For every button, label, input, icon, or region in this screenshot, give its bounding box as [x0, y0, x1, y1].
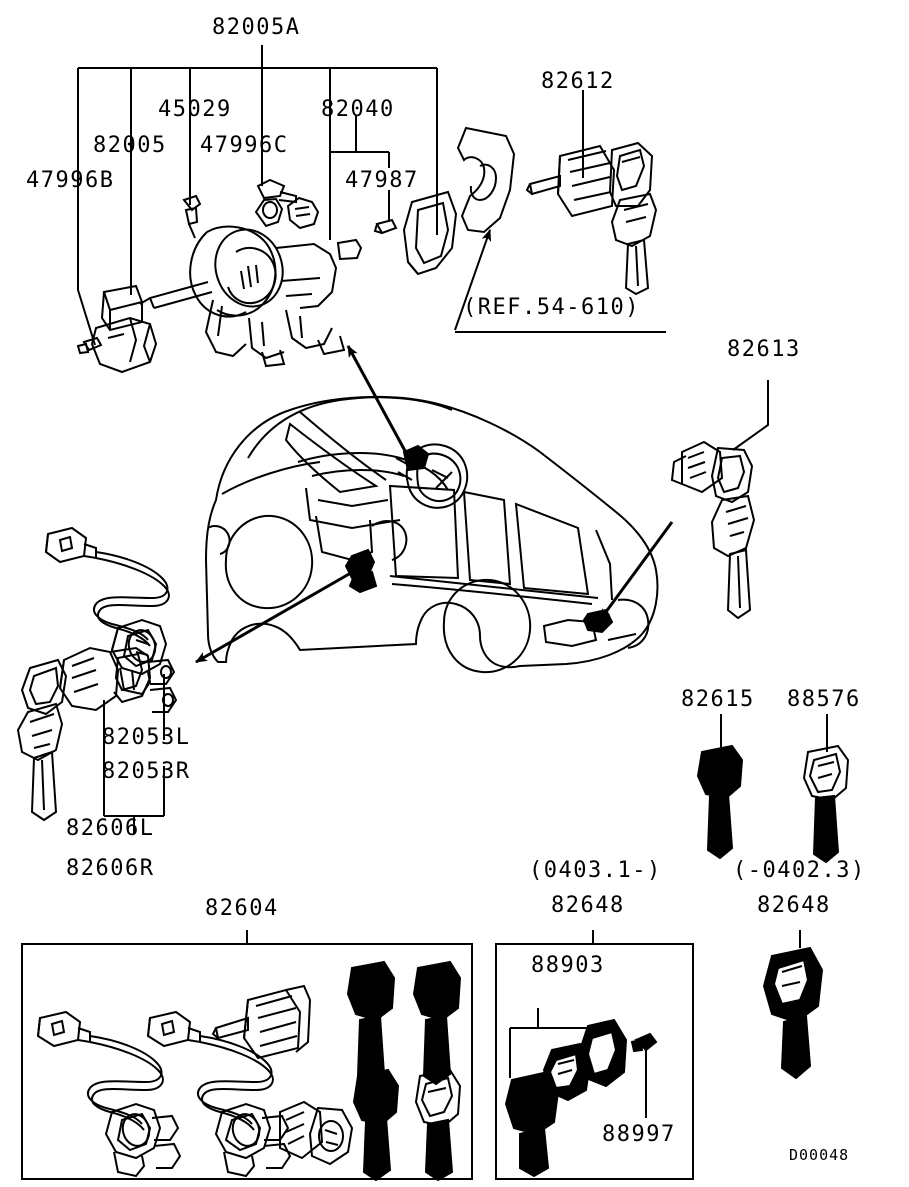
- part-82053-actuator: [44, 526, 170, 696]
- contents-88903: [504, 1018, 658, 1178]
- arrow-to-dash: [346, 345, 412, 461]
- label-82606L: 82606L: [66, 816, 155, 841]
- drawing-code: D00048: [789, 1146, 850, 1164]
- label-47996C: 47996C: [200, 133, 289, 158]
- label-82053L: 82053L: [102, 725, 191, 750]
- label-82005A: 82005A: [212, 15, 301, 40]
- box-82604: [21, 943, 473, 1180]
- leader-82613: [732, 380, 769, 451]
- arrow-to-tailgate: [598, 521, 674, 621]
- part-82612: [525, 141, 658, 296]
- label-88997: 88997: [602, 1122, 676, 1147]
- part-88576-key: [802, 744, 850, 864]
- bracket-82606: [103, 700, 165, 834]
- bracket-82040: [329, 143, 331, 152]
- leader-ref-54-610: [454, 229, 492, 331]
- part-82040-cover: [402, 190, 458, 276]
- box-82648: [495, 943, 694, 1180]
- arrow-to-door-lock: [195, 568, 357, 664]
- leader-47996B: [77, 190, 96, 346]
- vehicle-illustration: [204, 395, 659, 674]
- label-date-old: (-0402.3): [733, 858, 866, 883]
- part-82648-key: [762, 946, 824, 1080]
- label-82613: 82613: [727, 337, 801, 362]
- label-82606R: 82606R: [66, 856, 155, 881]
- label-82612: 82612: [541, 69, 615, 94]
- label-82615: 82615: [681, 687, 755, 712]
- contents-82604: [36, 960, 462, 1182]
- part-ref-54-610: [456, 126, 516, 234]
- label-82604: 82604: [205, 896, 279, 921]
- part-47987: [373, 218, 398, 235]
- label-47996B: 47996B: [26, 168, 115, 193]
- label-47987: 47987: [345, 168, 419, 193]
- label-82648-old: 82648: [757, 893, 831, 918]
- label-45029: 45029: [158, 97, 232, 122]
- part-82615-key: [696, 744, 744, 860]
- label-88576: 88576: [787, 687, 861, 712]
- part-47996B: [76, 336, 103, 355]
- part-82613: [670, 440, 756, 620]
- part-82606-cylinder: [16, 646, 178, 822]
- label-ref-54-610: (REF.54-610): [463, 295, 640, 320]
- ignition-lock-assembly: [90, 196, 363, 374]
- label-82040: 82040: [321, 97, 395, 122]
- label-date-new: (0403.1-): [529, 858, 662, 883]
- label-82053R: 82053R: [102, 759, 191, 784]
- label-82005: 82005: [93, 133, 167, 158]
- label-82648-new: 82648: [551, 893, 625, 918]
- part-45029: [182, 194, 202, 239]
- label-88903: 88903: [531, 953, 605, 978]
- part-47996C: [256, 178, 297, 204]
